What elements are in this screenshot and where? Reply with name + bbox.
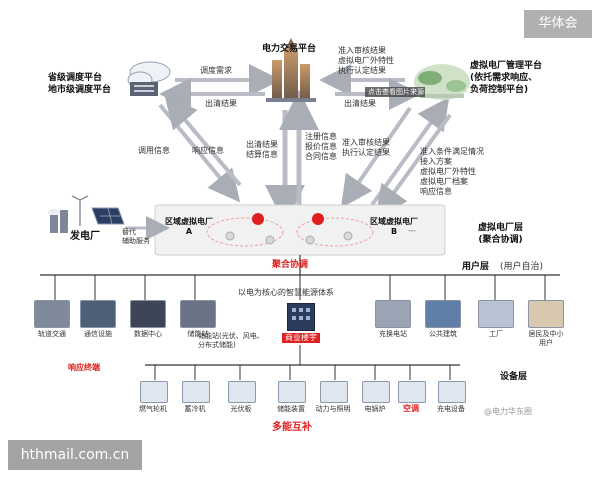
device-item-label: 充电设备 — [428, 404, 474, 414]
commercial-building-icon — [287, 303, 315, 331]
cloud-server-icon — [128, 62, 170, 96]
public-building-icon — [425, 300, 461, 328]
bottom-left-watermark: hthmail.com.cn — [8, 440, 142, 470]
device-item-label: 蓄冷机 — [172, 404, 218, 414]
source-watermark: @电力华东圈 — [484, 407, 532, 417]
solar-panel-icon — [92, 208, 124, 224]
storage-icon — [180, 300, 216, 328]
aggregation-label: 聚合协调 — [272, 260, 308, 270]
pv-panel-icon — [228, 381, 256, 403]
commercial-building-label: 商业楼宇 — [282, 333, 320, 343]
electric-boiler-icon — [362, 381, 390, 403]
flow-clearing-settlement: 出清结果 结算信息 — [246, 140, 278, 160]
rail-icon — [34, 300, 70, 328]
user-item-label: 轨道交通 — [32, 330, 72, 339]
vpp-layer-title: 虚拟电厂层 (聚合协调) — [478, 222, 523, 246]
user-item-label: 居民及中小 用户 — [526, 330, 566, 348]
vpp-b-node — [312, 213, 324, 225]
charger-icon — [438, 381, 466, 403]
cold-storage-icon — [182, 381, 210, 403]
telecom-icon — [80, 300, 116, 328]
image-source-caption[interactable]: 点击查看图片来源 — [368, 88, 424, 97]
user-item-label: 工厂 — [476, 330, 516, 339]
power-plant-icon — [48, 209, 68, 233]
vpp-ellipsis: 一 — [408, 227, 416, 237]
flow-response-info: 响应信息 — [192, 146, 224, 156]
vpp-a-label: 区域虚拟电厂 A — [165, 217, 213, 237]
energy-storage-icon — [278, 381, 306, 403]
user-item-label: 充换电站 — [373, 330, 413, 339]
vpp-a-node — [252, 213, 264, 225]
device-item-label: 储能装置 — [268, 404, 314, 414]
generator-label: 发电厂 — [70, 232, 100, 242]
flow-registration-info: 注册信息 报价信息 合同信息 — [305, 132, 337, 162]
flow-clearing-result-left: 出清结果 — [205, 99, 237, 109]
factory-icon — [478, 300, 514, 328]
aux-service-label: 替代 辅助服务 — [122, 228, 150, 246]
flow-clearing-result-right: 出清结果 — [344, 99, 376, 109]
flow-call-info: 调用信息 — [138, 146, 170, 156]
user-item-label: 通信设施 — [78, 330, 118, 339]
user-layer-subtitle: (用户自治) — [500, 262, 543, 272]
smart-energy-system-label: 以电为核心的智慧能源体系 — [238, 288, 334, 298]
charging-icon — [375, 300, 411, 328]
residential-icon — [528, 300, 564, 328]
user-layer-title: 用户层 — [462, 262, 489, 272]
storage-note: 储能站(光伏、风电、 分布式储能) — [198, 332, 264, 350]
multi-energy-label: 多能互补 — [272, 423, 312, 433]
wind-turbine-icon — [72, 196, 88, 226]
user-item-label: 数据中心 — [128, 330, 168, 339]
top-right-watermark: 华体会 — [524, 10, 592, 38]
flow-admission-exec: 准入审核结果 执行认定结果 — [342, 138, 390, 158]
trading-platform-label: 电力交易平台 — [262, 44, 316, 54]
dispatch-platform-label: 省级调度平台 地市级调度平台 — [48, 72, 111, 96]
gas-turbine-icon — [140, 381, 168, 403]
response-terminal-label: 响应终端 — [68, 363, 100, 373]
power-lighting-icon — [320, 381, 348, 403]
device-item-label: 动力与照明 — [310, 404, 356, 414]
device-layer-title: 设备层 — [500, 372, 527, 382]
flow-dispatch-demand: 调度需求 — [200, 66, 232, 76]
flow-admission-result-top: 准入审核结果 虚拟电厂外特性 执行认定结果 — [338, 46, 394, 76]
air-conditioner-icon — [398, 381, 426, 403]
device-item-label: 光伏板 — [218, 404, 264, 414]
datacenter-icon — [130, 300, 166, 328]
device-item-label: 燃气轮机 — [130, 404, 176, 414]
user-item-label: 公共建筑 — [423, 330, 463, 339]
vpp-management-label: 虚拟电厂管理平台 (依托需求响应、 负荷控制平台) — [470, 60, 542, 96]
flow-vpp-info: 准入条件满足情况 接入方案 虚拟电厂外特性 虚拟电厂档案 响应信息 — [420, 147, 484, 197]
